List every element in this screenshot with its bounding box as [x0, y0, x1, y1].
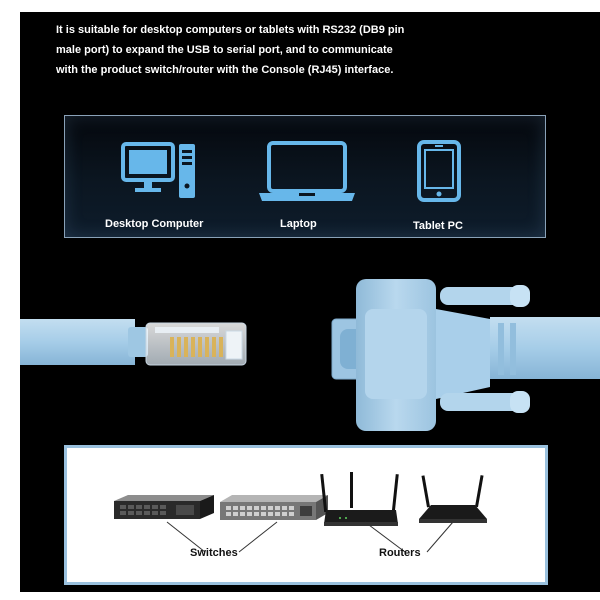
routers-leader-lines — [364, 521, 454, 553]
db9-connector — [331, 279, 600, 431]
intro-line-2: male port) to expand the USB to serial p… — [56, 44, 393, 56]
router-right-icon — [419, 475, 487, 523]
desktop-computer-label: Desktop Computer — [105, 218, 204, 230]
routers-label: Routers — [379, 547, 421, 559]
switch-black-icon — [114, 495, 214, 519]
tablet-pc-label: Tablet PC — [413, 220, 463, 232]
switches-leader-lines — [166, 521, 278, 553]
switches-label: Switches — [190, 547, 238, 559]
desktop-computer-icon — [121, 142, 195, 198]
compatible-devices-panel: Desktop Computer Laptop Tablet PC — [64, 115, 546, 238]
intro-text: It is suitable for desktop computers or … — [56, 20, 436, 80]
network-devices-panel: Switches Routers — [64, 445, 548, 585]
rj45-connector — [145, 322, 247, 366]
intro-line-1: It is suitable for desktop computers or … — [56, 24, 405, 36]
tablet-icon — [417, 140, 461, 202]
intro-line-3: with the product switch/router with the … — [56, 64, 394, 76]
router-left-icon — [320, 472, 399, 526]
laptop-icon — [259, 141, 355, 201]
laptop-label: Laptop — [280, 218, 317, 230]
product-image: It is suitable for desktop computers or … — [20, 12, 600, 592]
console-cable-illustration — [20, 279, 600, 431]
rj45-cable-segment — [20, 319, 148, 365]
